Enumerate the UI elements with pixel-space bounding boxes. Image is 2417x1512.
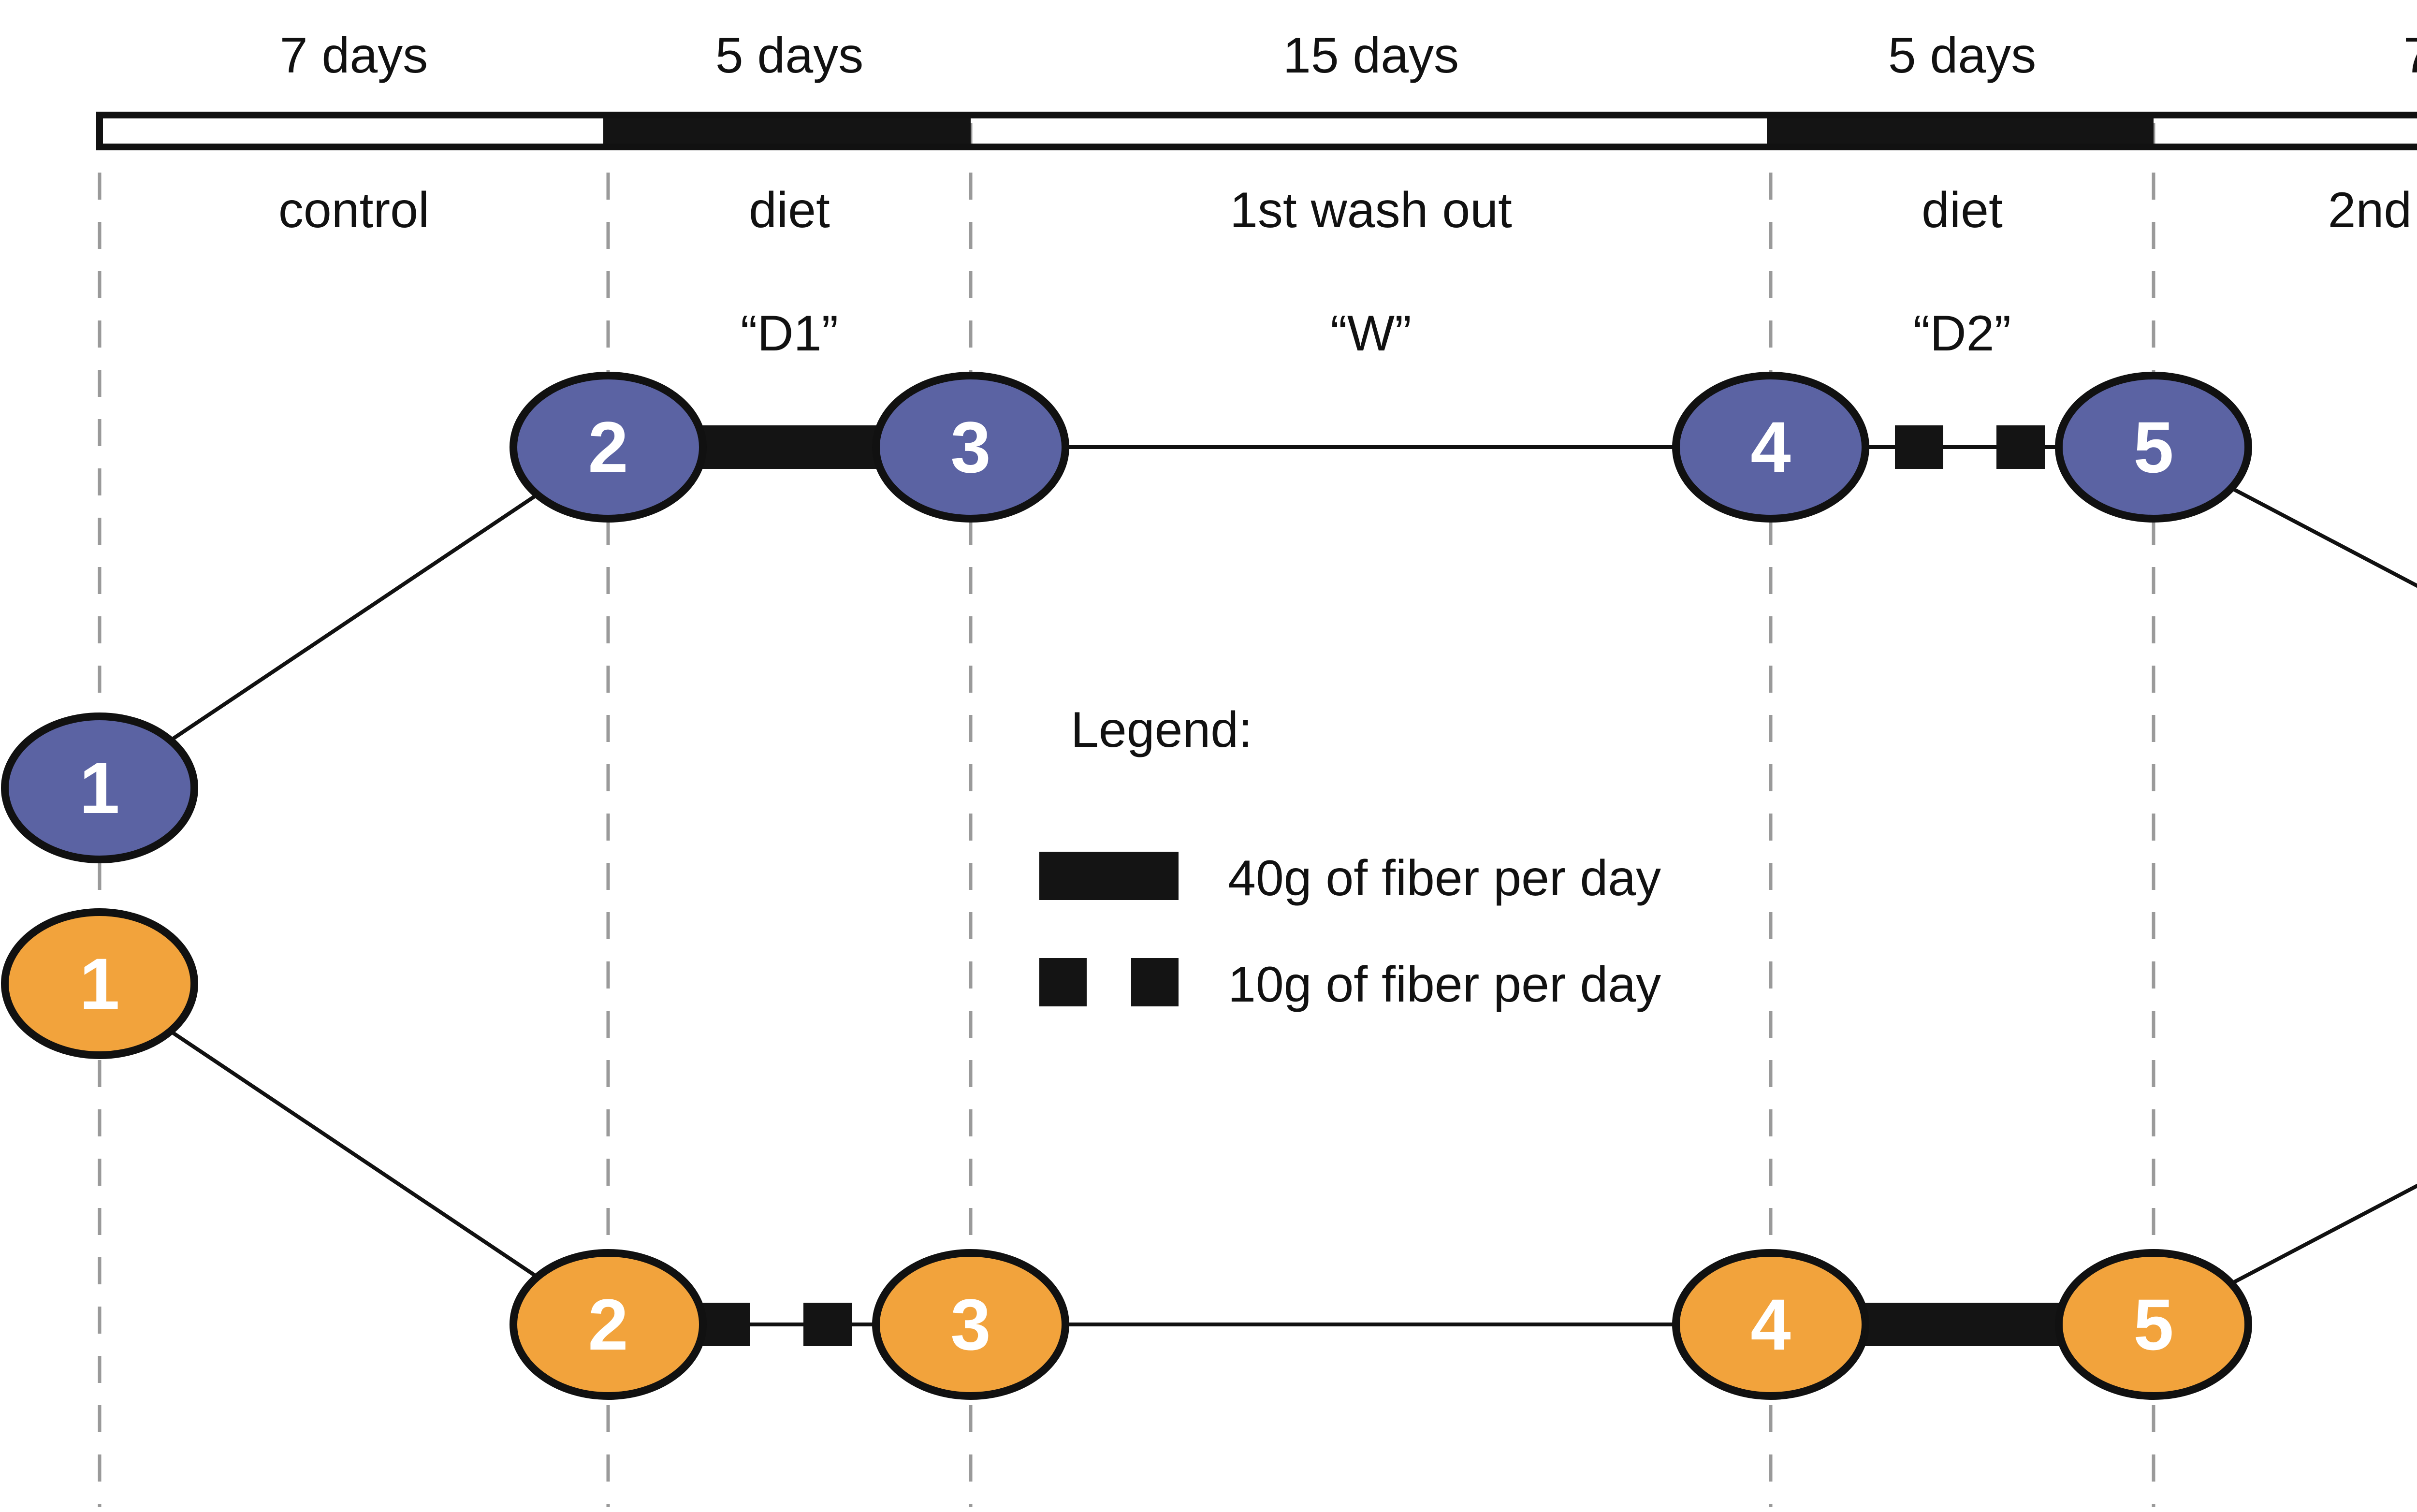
- blue-link-10g-4-5-dash-a: [1895, 425, 1943, 469]
- timeline-bar: [96, 112, 2417, 150]
- phase-code-w: “W”: [1330, 305, 1411, 362]
- orange-node-2-label: 2: [588, 1284, 628, 1365]
- orange-node-2-shape[interactable]: [510, 1249, 707, 1400]
- blue-node-5[interactable]: 5: [2055, 372, 2252, 523]
- blue-node-4-shape[interactable]: [1672, 372, 1869, 523]
- orange-node-3-label: 3: [950, 1284, 990, 1365]
- blue-node-2[interactable]: 2: [510, 372, 707, 523]
- legend-swatch-10g-dash-b: [1131, 958, 1179, 1006]
- orange-edge-1-2: [98, 982, 610, 1326]
- phase-code-d2: “D2”: [1913, 305, 2011, 362]
- duration-label-3: 5 days: [1888, 28, 2036, 84]
- phase-code-d1: “D1”: [741, 305, 838, 362]
- phase-label-washout-1: 1st wash out: [1230, 182, 1512, 238]
- timeline-segment-diet-2: [1767, 115, 2154, 147]
- orange-node-5[interactable]: 5: [2055, 1249, 2252, 1400]
- legend: Legend: 40g of fiber per day 10g of fibe…: [1039, 702, 1661, 1013]
- blue-node-3[interactable]: 3: [872, 372, 1069, 523]
- blue-node-3-shape[interactable]: [872, 372, 1069, 523]
- phase-label-control: control: [278, 182, 429, 238]
- blue-edge-1-2: [98, 445, 610, 790]
- blue-node-4[interactable]: 4: [1672, 372, 1869, 523]
- orange-node-1-shape[interactable]: [1, 908, 198, 1059]
- legend-label-10g: 10g of fiber per day: [1228, 957, 1661, 1013]
- duration-label-0: 7 days: [280, 28, 428, 84]
- orange-node-4-label: 4: [1750, 1284, 1791, 1365]
- blue-node-1[interactable]: 1: [1, 712, 198, 863]
- legend-title: Legend:: [1071, 702, 1252, 758]
- orange-node-3[interactable]: 3: [872, 1249, 1069, 1400]
- duration-label-2: 15 days: [1283, 28, 1459, 84]
- phase-code-labels: “D1” “W” “D2”: [741, 305, 2011, 362]
- duration-label-4: 7 days: [2403, 28, 2417, 84]
- timeline-outline: [96, 112, 2417, 150]
- legend-swatch-10g-dash-a: [1039, 958, 1087, 1006]
- orange-edge-5-6: [2153, 1183, 2417, 1326]
- blue-node-5-label: 5: [2133, 407, 2173, 488]
- duration-labels: 7 days 5 days 15 days 5 days 7 days: [280, 28, 2417, 84]
- phase-name-labels: control diet 1st wash out diet 2nd wash …: [278, 182, 2417, 238]
- blue-node-4-label: 4: [1750, 407, 1791, 488]
- blue-node-1-label: 1: [79, 747, 119, 829]
- blue-link-10g-4-5-dash-b: [1996, 425, 2045, 469]
- blue-node-3-label: 3: [950, 407, 990, 488]
- blue-node-1-shape[interactable]: [1, 712, 198, 863]
- timeline-segment-diet-1: [603, 115, 971, 147]
- orange-arm: 1 2 3 4 5 6: [1, 908, 2417, 1400]
- blue-arm: 1 2 3 4 5 6: [1, 372, 2417, 863]
- orange-node-1[interactable]: 1: [1, 908, 198, 1059]
- orange-node-4-shape[interactable]: [1672, 1249, 1869, 1400]
- phase-label-diet-1: diet: [749, 182, 830, 238]
- blue-edge-5-6: [2153, 445, 2417, 588]
- phase-label-washout-2: 2nd wash out: [2328, 182, 2417, 238]
- orange-link-10g-2-3-dash-b: [803, 1303, 852, 1346]
- blue-node-5-shape[interactable]: [2055, 372, 2252, 523]
- orange-node-1-label: 1: [79, 943, 119, 1024]
- duration-label-1: 5 days: [715, 28, 863, 84]
- orange-link-10g-2-3-dash-a: [702, 1303, 750, 1346]
- orange-node-5-label: 5: [2133, 1284, 2173, 1365]
- phase-label-diet-2: diet: [1922, 182, 2003, 238]
- orange-node-4[interactable]: 4: [1672, 1249, 1869, 1400]
- orange-node-5-shape[interactable]: [2055, 1249, 2252, 1400]
- orange-node-3-shape[interactable]: [872, 1249, 1069, 1400]
- legend-label-40g: 40g of fiber per day: [1228, 850, 1661, 906]
- orange-node-2[interactable]: 2: [510, 1249, 707, 1400]
- blue-node-2-label: 2: [588, 407, 628, 488]
- legend-swatch-40g: [1039, 852, 1179, 900]
- blue-node-2-shape[interactable]: [510, 372, 707, 523]
